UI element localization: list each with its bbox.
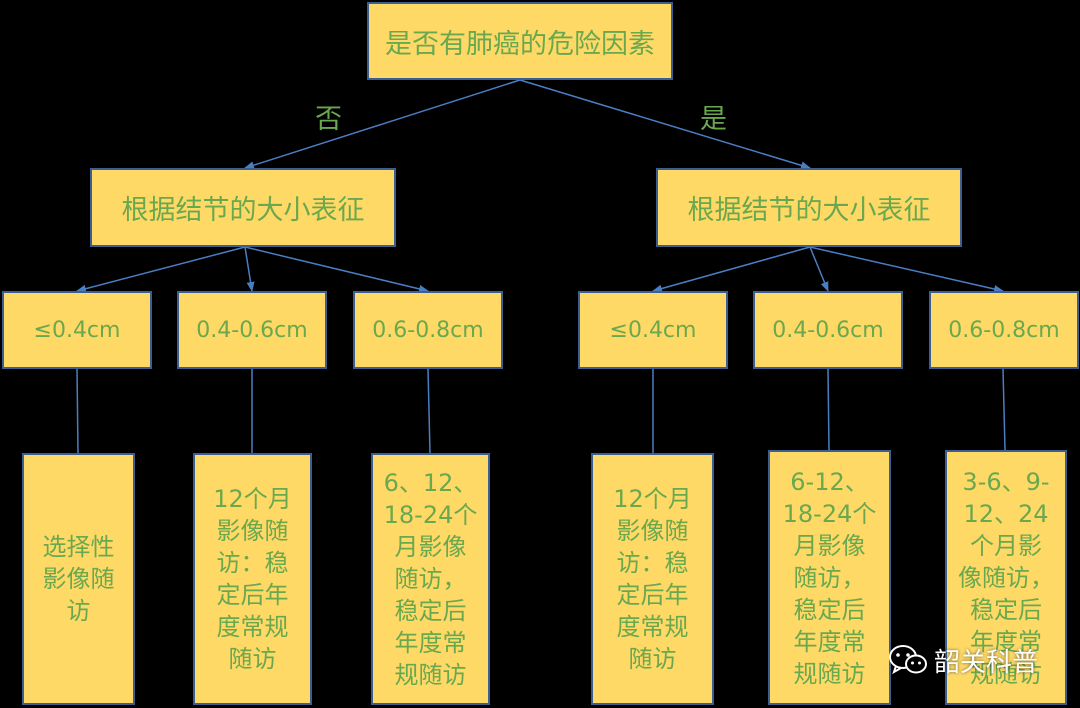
range-label: ≤0.4cm (33, 317, 121, 343)
action-text: 12个月 影像随 访：稳 定后年 度常规 随访 (213, 485, 292, 673)
action-text: 选择性 影像随 访 (42, 533, 115, 625)
action-text: 6、12、 18-24个 月影像 随访， 稳定后 年度常 规随访 (383, 469, 478, 689)
action-box: 12个月 影像随 访：稳 定后年 度常规 随访 (591, 453, 714, 705)
connector-right-action-2 (827, 368, 830, 451)
range-label: ≤0.4cm (609, 317, 697, 343)
action-box: 选择性 影像随 访 (22, 453, 135, 705)
action-box: 12个月 影像随 访：稳 定后年 度常规 随访 (193, 453, 312, 705)
edge-label-no: 否 (315, 104, 342, 135)
range-box: ≤0.4cm (578, 291, 728, 369)
range-box: 0.6-0.8cm (353, 291, 503, 369)
action-text: 12个月 影像随 访：稳 定后年 度常规 随访 (613, 485, 692, 673)
range-box: 0.6-0.8cm (929, 291, 1079, 369)
range-label: 0.4-0.6cm (196, 317, 308, 343)
range-box: ≤0.4cm (2, 291, 152, 369)
action-box: 6-12、 18-24个 月影像 随访， 稳定后 年度常 规随访 (768, 450, 891, 705)
size-node-label: 根据结节的大小表征 (687, 195, 931, 226)
size-node-label: 根据结节的大小表征 (121, 195, 365, 226)
size-node-risk: 根据结节的大小表征 (656, 168, 962, 247)
connector-right-size-1 (652, 246, 811, 293)
action-text: 6-12、 18-24个 月影像 随访， 稳定后 年度常 规随访 (782, 467, 877, 688)
wechat-icon (889, 645, 927, 675)
connector-right-size-3 (809, 246, 1004, 293)
watermark-text: 韶关科普 (934, 647, 1039, 678)
connector-left-action-3 (427, 368, 431, 454)
connector-right-size-2 (809, 246, 829, 292)
connector-left-size-1 (76, 246, 246, 293)
connector-left-action-1 (76, 368, 79, 454)
action-box: 6、12、 18-24个 月影像 随访， 稳定后 年度常 规随访 (371, 453, 490, 705)
connector-right-action-3 (1002, 368, 1006, 451)
size-node-no-risk: 根据结节的大小表征 (90, 168, 396, 247)
range-box: 0.4-0.6cm (753, 291, 903, 369)
range-label: 0.4-0.6cm (772, 317, 884, 343)
edge-label-yes: 是 (700, 104, 727, 135)
range-box: 0.4-0.6cm (177, 291, 327, 369)
connector-root-left (244, 79, 521, 170)
connector-left-size-2 (244, 246, 255, 292)
connector-left-size-3 (244, 246, 429, 293)
connector-root-right (519, 79, 811, 170)
root-label: 是否有肺癌的危险因素 (385, 28, 655, 60)
action-box: 3-6、9- 12、24 个月影 像随访， 稳定后 年度常 规随访 (945, 450, 1067, 705)
range-label: 0.6-0.8cm (948, 317, 1060, 343)
watermark: 韶关科普 (888, 636, 1078, 684)
action-text: 3-6、9- 12、24 个月影 像随访， 稳定后 年度常 规随访 (958, 467, 1054, 688)
root-node: 是否有肺癌的危险因素 (367, 2, 673, 80)
range-label: 0.6-0.8cm (372, 317, 484, 343)
